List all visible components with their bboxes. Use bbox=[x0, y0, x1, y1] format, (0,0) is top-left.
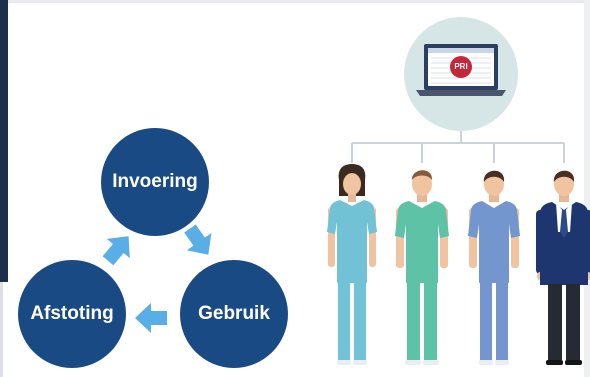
circle-afstoting bbox=[18, 260, 126, 368]
nurse-female-icon bbox=[327, 164, 377, 365]
arrow-afstoting-to-invoering bbox=[102, 236, 130, 266]
pri-badge-label: PRI bbox=[454, 62, 468, 71]
top-frame-strip bbox=[0, 0, 590, 3]
laptop-icon bbox=[416, 44, 506, 96]
label-invoering: Invoering bbox=[112, 171, 198, 192]
nurse-male-icon bbox=[395, 170, 449, 365]
nurse-male-blue-icon bbox=[468, 170, 520, 365]
circle-gebruik bbox=[180, 260, 288, 368]
label-gebruik: Gebruik bbox=[198, 303, 270, 324]
arrow-invoering-to-gebruik bbox=[184, 224, 212, 255]
connector-lines bbox=[351, 131, 565, 163]
right-frame-strip bbox=[584, 0, 590, 377]
arrow-gebruik-to-afstoting bbox=[135, 303, 167, 333]
doctor-suit-icon bbox=[536, 170, 590, 365]
left-frame-strip-light bbox=[0, 282, 3, 377]
pri-badge bbox=[450, 56, 472, 78]
circle-invoering bbox=[101, 128, 209, 236]
left-frame-strip bbox=[0, 0, 8, 282]
label-afstoting: Afstoting bbox=[30, 303, 114, 324]
